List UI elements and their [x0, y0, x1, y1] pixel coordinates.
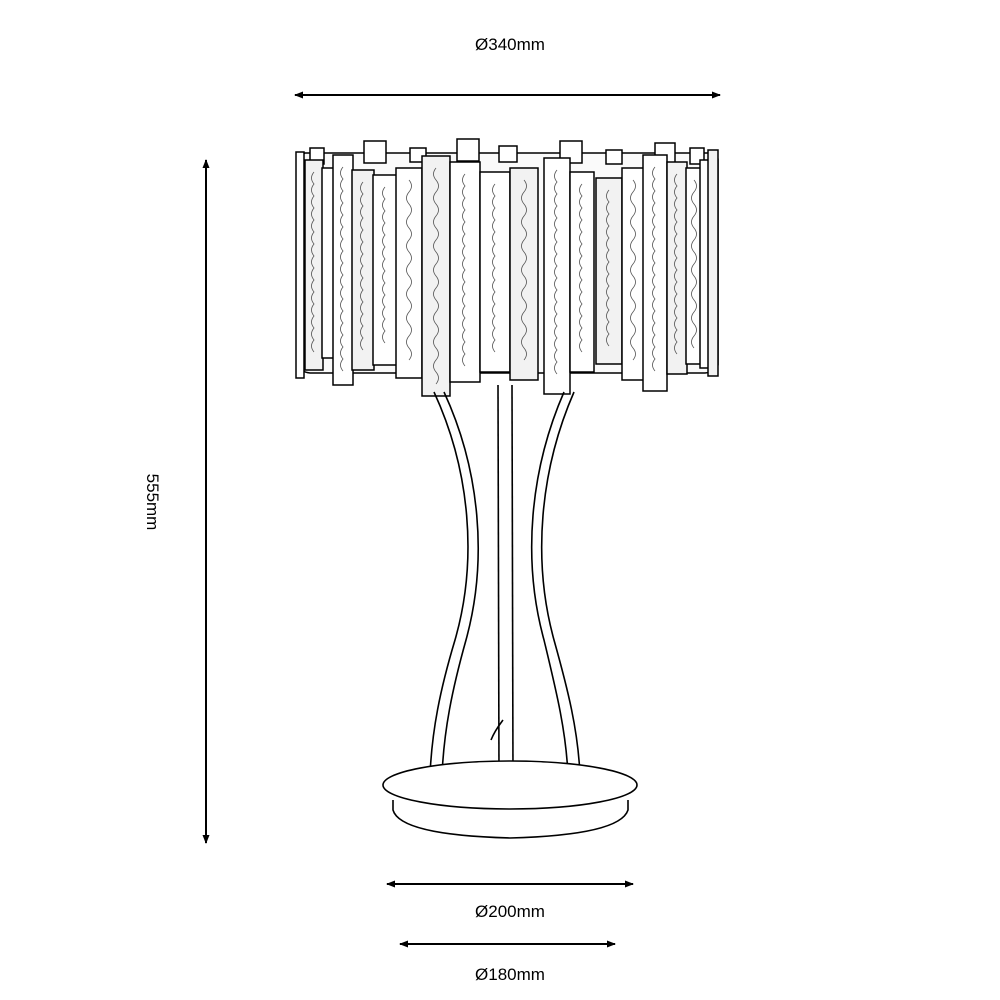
shade-strip-texture — [340, 166, 344, 372]
shade-strip — [395, 167, 423, 379]
shade-strip-texture — [579, 183, 583, 353]
shade-strip — [642, 154, 668, 392]
shade-strip-texture — [652, 166, 656, 372]
shade-strip-texture — [674, 173, 678, 355]
shade-strip — [707, 149, 719, 377]
lamp-stand — [429, 384, 581, 779]
shade-strip-texture — [433, 167, 439, 385]
shade-strip-texture — [630, 179, 636, 361]
base-outer-diameter-label: Ø200mm — [475, 902, 545, 921]
shade-strip-texture — [606, 189, 610, 347]
shade-strip — [321, 167, 335, 359]
shade-strip-texture — [521, 179, 527, 361]
shade-strip — [569, 171, 595, 373]
shade-strip-texture — [382, 186, 386, 344]
shade-strip — [595, 177, 623, 365]
base-inner-diameter-label: Ø180mm — [475, 965, 545, 984]
shade-strip-texture — [360, 181, 364, 351]
shade-strip — [479, 171, 511, 373]
shade-strip — [332, 154, 354, 386]
shade-strip — [543, 157, 571, 395]
shade-strip — [372, 174, 398, 366]
shade-strip — [449, 161, 481, 383]
shade-strip-texture — [462, 173, 466, 367]
shade-diameter-label: Ø340mm — [475, 35, 545, 54]
shade-strip — [295, 151, 305, 379]
shade-strip-texture — [691, 179, 697, 349]
lamp-shade — [295, 138, 719, 397]
height-label: 555mm — [143, 473, 162, 531]
shade-strip — [421, 155, 451, 397]
shade-strip — [304, 159, 324, 371]
shade-strip — [509, 167, 539, 381]
lamp-base — [382, 760, 638, 839]
shade-strip-texture — [311, 171, 315, 353]
shade-strip — [351, 169, 375, 371]
shade-strip-texture — [406, 179, 412, 361]
shade-strip-texture — [492, 183, 496, 353]
shade-strip-texture — [554, 169, 558, 375]
